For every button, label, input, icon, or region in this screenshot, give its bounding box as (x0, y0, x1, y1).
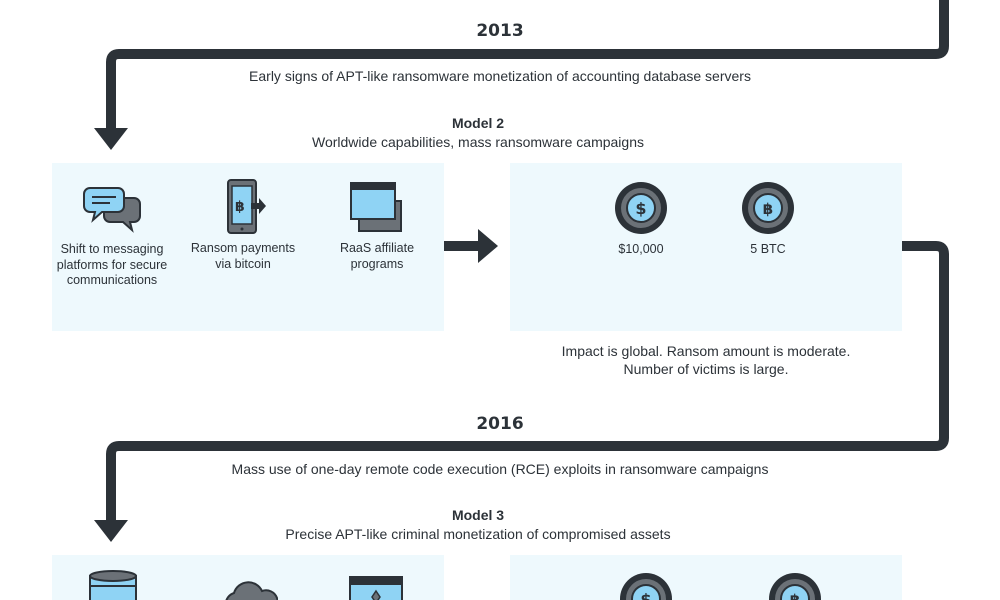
caption-2013: Early signs of APT-like ransomware monet… (249, 68, 751, 84)
chat-bubbles-icon (83, 187, 141, 233)
model3-ransom-panel: $ ฿ (510, 555, 902, 600)
connector-middle (106, 241, 949, 520)
cloud-icon (225, 581, 278, 600)
ransom-dollar: $ $10,000 (581, 180, 701, 256)
ransom-amount-label: $10,000 (618, 242, 664, 256)
arrow-right-icon (444, 229, 498, 263)
impact-line: Number of victims is large. (623, 361, 789, 377)
model2-ransom-panel: $ $10,000 ฿ 5 BTC (510, 163, 902, 331)
feature-label: Ransom payments via bitcoin (190, 241, 296, 271)
model3-features-panel (52, 555, 444, 600)
svg-text:$: $ (635, 199, 646, 218)
bitcoin-coin-icon: ฿ (769, 573, 821, 600)
feature-raas: RaaS affiliate programs (317, 181, 437, 272)
model3-title: Model 3 (451, 507, 505, 523)
dollar-coin-icon: $ (615, 182, 667, 234)
dollar-coin-icon: $ (620, 573, 672, 600)
feature-label: Shift to messaging platforms for secure … (56, 242, 168, 287)
feature-messaging: Shift to messaging platforms for secure … (52, 184, 172, 289)
model2-impact: Impact is global. Ransom amount is moder… (510, 342, 902, 378)
ransom-bitcoin: ฿ 5 BTC (708, 180, 828, 256)
model3-subtitle: Precise APT-like criminal monetization o… (285, 526, 671, 542)
browser-window-icon (349, 576, 403, 600)
svg-text:฿: ฿ (763, 200, 773, 218)
impact-line: Impact is global. Ransom amount is moder… (561, 343, 851, 359)
arrow-down-icon (94, 128, 128, 150)
phone-bitcoin-icon: ฿ (227, 179, 266, 234)
feature-label: RaaS affiliate programs (339, 241, 415, 271)
year-2013: 2013 (476, 21, 524, 41)
browser-windows-icon (350, 182, 402, 232)
connector-top (106, 0, 949, 128)
model2-title: Model 2 (451, 115, 505, 131)
svg-text:฿: ฿ (790, 591, 800, 600)
svg-text:฿: ฿ (235, 199, 245, 215)
arrow-down-icon (94, 520, 128, 542)
database-icon (89, 570, 137, 600)
model2-subtitle: Worldwide capabilities, mass ransomware … (312, 134, 644, 150)
caption-2016: Mass use of one-day remote code executio… (231, 461, 769, 477)
year-2016: 2016 (476, 414, 524, 434)
svg-text:$: $ (640, 590, 651, 600)
model2-features-panel: Shift to messaging platforms for secure … (52, 163, 444, 331)
ransom-amount-label: 5 BTC (750, 242, 786, 256)
feature-bitcoin-payments: ฿ Ransom payments via bitcoin (183, 179, 303, 272)
bitcoin-coin-icon: ฿ (742, 182, 794, 234)
